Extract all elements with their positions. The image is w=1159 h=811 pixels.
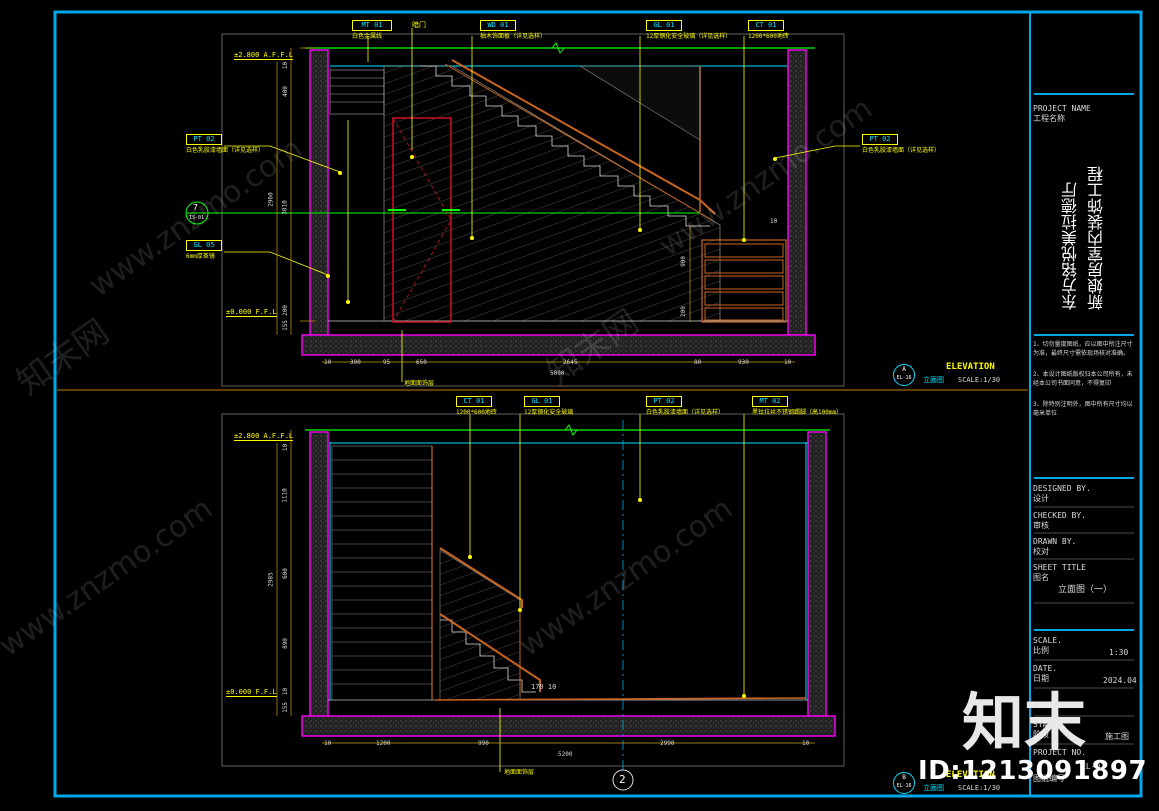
tb-scale: SCALE. 比例 1:30 xyxy=(1033,636,1129,657)
hdim-b-4: 2990 xyxy=(660,740,675,747)
tag-ct01: CT 01 1200*600地砖 xyxy=(748,20,789,40)
level-top-a: ±2.800 A.F.F.L xyxy=(234,51,294,60)
tb-drawn: DRAWN BY. 校对 xyxy=(1033,537,1077,556)
hdim-b-1: 10 xyxy=(324,740,332,747)
elevation-bubble-a: A EL-16 xyxy=(893,364,915,386)
hdim-a-1: 10 xyxy=(324,359,332,366)
tag-b-ct01: CT 01 1200*600地砖 xyxy=(456,396,497,416)
vdim-b-1: 10 xyxy=(282,443,290,452)
hdim-a-8: 10 xyxy=(784,359,792,366)
detail-circle-number: 2 xyxy=(619,773,626,786)
sheet-border xyxy=(53,10,1143,798)
elevation-sub-a: 立面图 xyxy=(923,376,944,384)
elevation-a xyxy=(185,28,860,382)
elevation-b xyxy=(276,414,836,791)
floor-note-a: 地面面饰层 xyxy=(404,380,435,387)
hdim-b-3: 990 xyxy=(478,740,489,747)
tb-date: DATE. 日期 2024.04 xyxy=(1033,664,1137,685)
hdim-b-5: 10 xyxy=(802,740,810,747)
vdim-a-right-3: 10 xyxy=(770,218,778,225)
watermark-id: ID:1213091897 xyxy=(918,756,1148,786)
section-number-a: 7 xyxy=(193,203,198,212)
hdim-a-5: 2645 xyxy=(563,359,578,366)
tb-project-name: PROJECT NAME 工程名称 xyxy=(1033,104,1091,123)
elevation-scale-a: SCALE:1/30 xyxy=(958,376,1001,384)
elevation-b-viewport xyxy=(221,413,845,767)
elevation-title-a: ELEVATION xyxy=(946,362,995,372)
hdim-a-total: 5000 xyxy=(550,370,565,377)
titleblock-rules xyxy=(1034,93,1134,631)
hdim-a-4: 650 xyxy=(416,359,427,366)
level-top-b: ±2.800 A.F.F.L xyxy=(234,432,294,441)
vdim-b-5: 890 xyxy=(281,638,289,649)
vdim-b-4: 600 xyxy=(281,568,289,579)
tb-status: STATUS. 阶段 施工图 xyxy=(1033,720,1129,741)
elevation-title-b: ELEVATION xyxy=(946,770,995,780)
stair-note-b: 170 10 xyxy=(531,683,557,691)
tag-hidden-door: 暗门 xyxy=(412,21,426,29)
vdim-b-6: 10 xyxy=(282,687,290,696)
floor-note-b: 地面面饰层 xyxy=(504,769,535,776)
tag-wd01: WD 01 柚木饰面板（详见选样） xyxy=(480,20,547,40)
hdim-a-2: 390 xyxy=(350,359,361,366)
hdim-a-3: 95 xyxy=(383,359,391,366)
tb-project-title: 东方铭悦美拉德厅 新娘房室内装饰工程 xyxy=(1061,166,1106,310)
tag-b-gl01: GL 01 12厚钢化安全玻璃 xyxy=(524,396,574,416)
vdim-b-7: 155 xyxy=(281,702,289,713)
tag-b-pt02: PT 02 白色乳胶漆墙面（详见选样） xyxy=(646,396,725,416)
tb-checked: CHECKED BY. 审核 xyxy=(1033,511,1086,530)
vdim-b-3: 2985 xyxy=(267,572,275,587)
watermark-logo: 知末 xyxy=(962,686,1087,759)
hdim-b-total: 5200 xyxy=(558,751,573,758)
tag-gl05: GL 05 6mm厚茶镜 xyxy=(186,240,222,260)
tag-b-mt02: MT 02 黑钛拉丝不锈钢踢脚（高100mm） xyxy=(752,396,843,416)
level-bottom-a: ±0.000 F.F.L xyxy=(226,308,277,317)
level-bottom-b: ±0.000 F.F.L xyxy=(226,688,277,697)
elevation-scale-b: SCALE:1/30 xyxy=(958,784,1001,792)
vdim-b-2: 1110 xyxy=(281,488,289,503)
hdim-a-7: 930 xyxy=(738,359,749,366)
elevation-bubble-b: B EL-16 xyxy=(893,772,915,794)
tb-sheet-title: SHEET TITLE 图名 立面图（一） xyxy=(1033,563,1112,595)
elevation-a-viewport xyxy=(221,33,845,387)
tag-mt01: MT 01 白色金属线 xyxy=(352,20,392,40)
hdim-b-2: 1200 xyxy=(376,740,391,747)
elevation-sub-b: 立面图 xyxy=(923,784,944,792)
hdim-a-6: 80 xyxy=(694,359,702,366)
section-ref-a: IS-01 xyxy=(189,215,205,221)
tb-designed: DESIGNED BY. 设计 xyxy=(1033,484,1091,503)
tb-notes: 1、切勿量度图纸，应以图中所注尺寸为准，最终尺寸需依现场核对准确。 2、本设计图… xyxy=(1033,341,1133,417)
tb-project-no: PROJECT NO. 图纸编号 EL-01 xyxy=(1033,748,1106,783)
